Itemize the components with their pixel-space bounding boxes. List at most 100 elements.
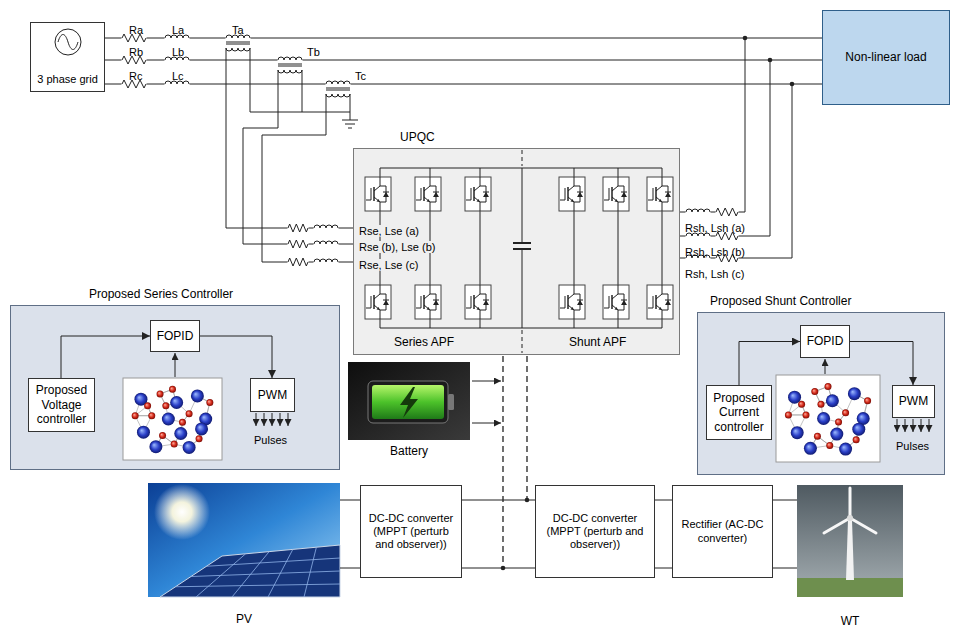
battery-terminal: [448, 394, 454, 410]
sky: [797, 485, 903, 597]
part-label: Pulses: [895, 440, 930, 452]
wire-connector: [773, 500, 797, 501]
node-label: UPQC: [400, 130, 435, 144]
part-label: Ta: [231, 24, 245, 36]
atom-small: [159, 432, 166, 439]
atom-large: [183, 441, 196, 454]
atom-small: [835, 419, 842, 426]
part-label: Rc: [128, 70, 143, 82]
leg-wire: [574, 168, 575, 177]
node-label: DC-DC converter (MPPT (perturb and obser…: [367, 512, 455, 552]
pulse-arrow: [921, 419, 922, 432]
diode-symbol: [383, 300, 389, 305]
igbt-gate: [560, 296, 565, 308]
battery-arrow: [472, 381, 501, 382]
pulse-arrow: [280, 413, 281, 426]
battery-picture: [348, 362, 470, 440]
igbt-arrow: [377, 199, 381, 202]
diode-bar: [383, 300, 389, 301]
atom-large: [195, 422, 208, 435]
igbt-switch: [647, 177, 673, 211]
diode-bar: [621, 192, 627, 193]
atom-small: [817, 401, 824, 408]
atom-large: [788, 391, 801, 404]
leg-wire: [662, 168, 663, 177]
ground: [797, 578, 903, 597]
part-label: Rsh, Lsh (c): [684, 268, 745, 280]
resistor-symbol: [288, 224, 308, 232]
shunt-wire: [680, 38, 745, 212]
node-label: FOPID: [155, 329, 195, 343]
atom-large: [170, 396, 183, 409]
atom-large: [791, 426, 804, 439]
panel-grid: [176, 584, 341, 587]
igbt-arrow: [427, 307, 431, 310]
igbt-frame: [465, 177, 491, 211]
igbt-switch: [415, 177, 441, 211]
atom-small: [814, 433, 821, 440]
rectifier-box: Rectifier (AC-DC converter): [672, 485, 773, 578]
series-wire: [226, 48, 353, 228]
turbine-blade: [850, 518, 876, 533]
igbt-gate: [604, 296, 609, 308]
part-label: Rb: [128, 46, 144, 58]
wire-connector: [462, 500, 535, 501]
leg-wire: [430, 319, 431, 328]
atom-large: [839, 443, 852, 456]
controller-box: Proposed Current controller: [706, 385, 772, 440]
node-label: WT: [797, 614, 903, 628]
igbt-frame: [415, 285, 441, 319]
atom-large: [162, 413, 175, 426]
igbt-switch: [465, 177, 491, 211]
igbt-gate: [648, 296, 653, 308]
ground-symbol: [345, 124, 355, 125]
igbt-switch: [415, 285, 441, 319]
capacitor-lead: [522, 249, 523, 328]
igbt-switch: [559, 177, 585, 211]
igbt-collector: [656, 285, 662, 299]
node-label: Rectifier (AC-DC converter): [679, 518, 766, 544]
pulse-arrow: [913, 419, 914, 432]
inductor-symbol: [326, 81, 350, 84]
leg-wire: [662, 211, 663, 285]
transformer-core: [326, 90, 350, 91]
atom-large: [817, 412, 830, 425]
igbt-gate: [416, 296, 421, 308]
shunt-wire: [680, 60, 770, 236]
inductor-symbol: [314, 241, 338, 244]
diode-symbol: [665, 192, 671, 197]
igbt-channel: [423, 295, 425, 309]
diode-symbol: [433, 192, 439, 197]
igbt-switch: [365, 285, 391, 319]
capacitor-lead: [522, 168, 523, 243]
molecule-image: [776, 375, 880, 462]
leg-wire: [380, 168, 381, 177]
transformer-core: [226, 44, 250, 45]
inductor-symbol: [226, 48, 250, 51]
node-label: Series APF: [394, 335, 454, 349]
wire-connector: [105, 38, 822, 39]
igbt-channel: [473, 295, 475, 309]
pulse-arrow: [905, 419, 906, 432]
diode-bar: [665, 300, 671, 301]
igbt-channel: [423, 187, 425, 201]
shunt-wire: [680, 84, 792, 258]
inductor-symbol: [326, 94, 350, 97]
igbt-channel: [655, 187, 657, 201]
wire-connector: [340, 500, 360, 501]
igbt-arrow: [377, 307, 381, 310]
part-label: Rse, Lse (a): [358, 225, 420, 237]
part-label: Rse, Lse (c): [358, 259, 419, 271]
dc-rail: [380, 168, 662, 169]
igbt-arrow: [427, 199, 431, 202]
converter-box: DC-DC converter (MPPT (perturb and obser…: [360, 485, 462, 578]
controller-panel-fill: [697, 312, 945, 475]
diode-symbol: [665, 300, 671, 305]
atom-small: [132, 412, 139, 419]
transformer-core: [278, 64, 302, 65]
igbt-switch: [465, 285, 491, 319]
igbt-switch: [647, 285, 673, 319]
igbt-switch: [559, 285, 585, 319]
